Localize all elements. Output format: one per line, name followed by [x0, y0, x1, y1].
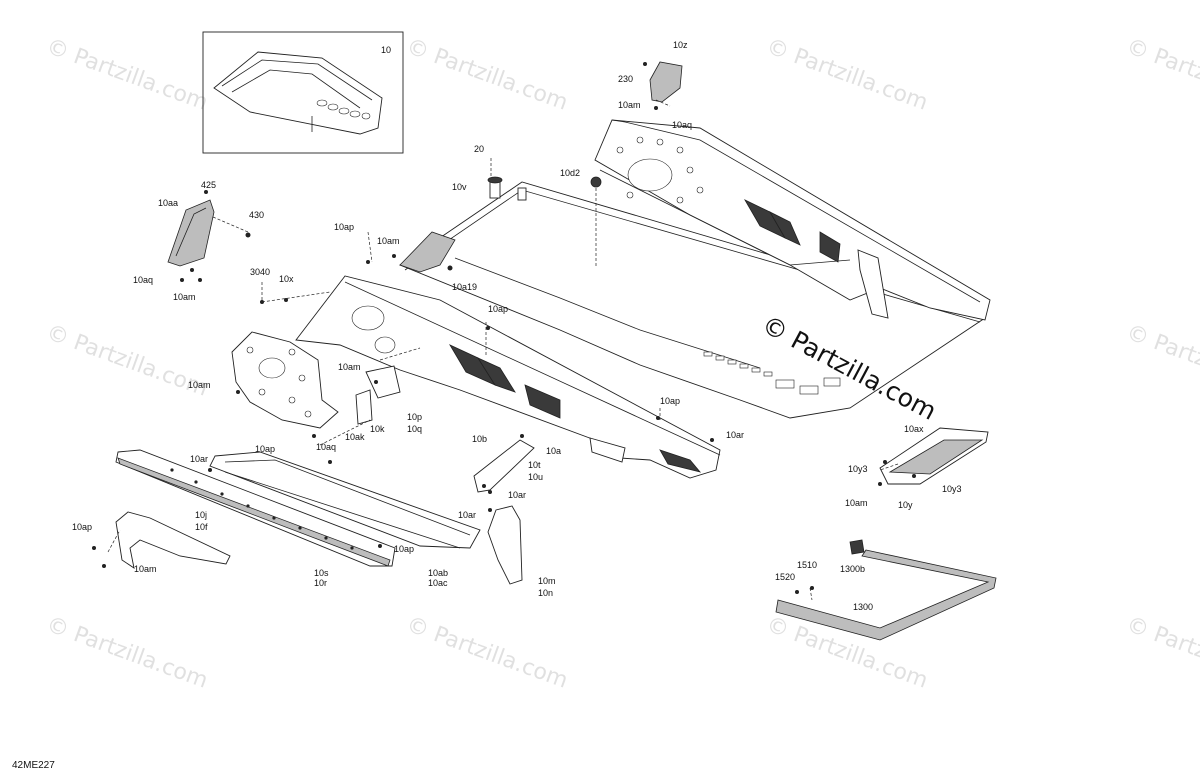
callout: 10aa — [158, 198, 178, 208]
rear-bracket-10ax — [879, 427, 989, 485]
vent-10aa — [167, 199, 215, 267]
callout: 10am — [845, 498, 868, 508]
tunnel-rear-flap — [399, 231, 456, 273]
callout: 10s — [314, 568, 329, 578]
callout: 10am — [338, 362, 361, 372]
watermark: © Partzilla.com — [1123, 34, 1200, 116]
inset-tunnel-illustration — [213, 51, 383, 135]
callout: 10q — [407, 424, 422, 434]
watermark: © Partzilla.com — [1123, 612, 1200, 694]
left-side-panel — [295, 275, 721, 479]
callout: 10v — [452, 182, 467, 192]
callout: 10a19 — [452, 282, 477, 292]
callout: 10aq — [133, 275, 153, 285]
callout: 10u — [528, 472, 543, 482]
callout-labels: 10z 230 10am 10aq 10d2 20 10v 425 10aa 4… — [72, 40, 962, 612]
callout: 20 — [474, 144, 484, 154]
callout: 10z — [673, 40, 688, 50]
callout: 10ap — [488, 304, 508, 314]
diagram-code: 42ME227 — [12, 760, 55, 771]
callout: 10ap — [394, 544, 414, 554]
vent-10z — [649, 61, 683, 103]
watermark: © Partzilla.com — [403, 612, 571, 694]
left-bracket-plate — [231, 331, 339, 429]
watermark: © Partzilla.com — [1123, 320, 1200, 402]
callout: 10ac — [428, 578, 448, 588]
callout: 10ar — [458, 510, 476, 520]
callout: 10a — [546, 446, 561, 456]
watermark: © Partzilla.com — [763, 34, 931, 116]
watermark: © Partzilla.com — [43, 320, 211, 402]
callout: 10am — [134, 564, 157, 574]
callout: 10r — [314, 578, 327, 588]
leader-lines — [107, 99, 899, 601]
callout: 10b — [472, 434, 487, 444]
callout: 10t — [528, 460, 541, 470]
callout: 10am — [377, 236, 400, 246]
watermark: © Partzilla.com — [43, 34, 211, 116]
callout: 10aq — [316, 442, 336, 452]
bracket-10m — [487, 505, 523, 585]
callout: 10d2 — [560, 168, 580, 178]
callout: 1300 — [853, 602, 873, 612]
callout: 430 — [249, 210, 264, 220]
callout: 3040 — [250, 267, 270, 277]
fasteners — [92, 62, 916, 594]
callout: 10ap — [660, 396, 680, 406]
callout: 10n — [538, 588, 553, 598]
inset-frame — [202, 31, 404, 154]
left-running-board — [115, 449, 481, 567]
watermark: © Partzilla.com — [43, 612, 211, 694]
callout: 10ak — [345, 432, 365, 442]
rear-bumper-1300 — [775, 539, 997, 641]
callout: 10y3 — [848, 464, 868, 474]
watermark: © Partzilla.com — [403, 34, 571, 116]
callout: 10ar — [190, 454, 208, 464]
callout: 10m — [538, 576, 556, 586]
callout: 1510 — [797, 560, 817, 570]
callout: 10y3 — [942, 484, 962, 494]
callout: 10f — [195, 522, 208, 532]
callout: 10ap — [72, 522, 92, 532]
callout: 10p — [407, 412, 422, 422]
callout: 10ap — [334, 222, 354, 232]
callout: 10aq — [672, 120, 692, 130]
callout: 10ar — [726, 430, 744, 440]
inset-assembly-10: 10 — [202, 31, 404, 154]
callout: 1300b — [840, 564, 865, 574]
bracket-10t — [473, 439, 535, 493]
callout: 10ax — [904, 424, 924, 434]
tunnel-top-plate — [399, 158, 987, 419]
callout: 10ab — [428, 568, 448, 578]
callout: 10am — [188, 380, 211, 390]
callout: 1520 — [775, 572, 795, 582]
right-side-panel — [594, 119, 991, 321]
callout: 10y — [898, 500, 913, 510]
callout: 10ar — [508, 490, 526, 500]
bracket-10p — [355, 389, 373, 425]
bracket-10k — [365, 365, 401, 399]
callout: 10x — [279, 274, 294, 284]
callout: 230 — [618, 74, 633, 84]
callout: 10k — [370, 424, 385, 434]
callout: 10ap — [255, 444, 275, 454]
callout: 10j — [195, 510, 207, 520]
callout: 425 — [201, 180, 216, 190]
callout: 10am — [618, 100, 641, 110]
bracket-10j — [115, 511, 231, 569]
callout: 10am — [173, 292, 196, 302]
inset-label: 10 — [381, 45, 391, 55]
